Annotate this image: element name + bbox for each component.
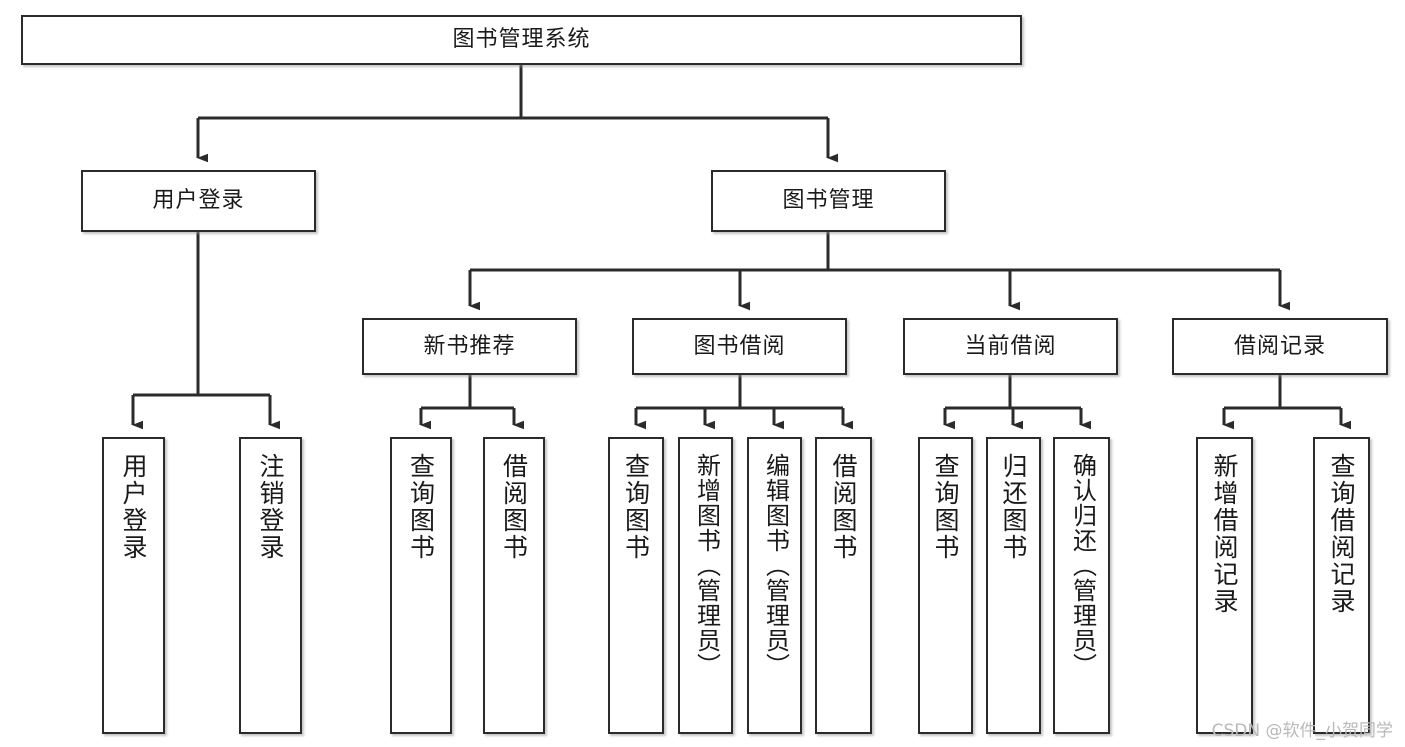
node-leaf-confirm-return[interactable]: 确认归还（管理员） <box>1053 437 1110 734</box>
node-leaf-query-book-3[interactable]: 查询图书 <box>918 437 973 734</box>
node-leaf-borrow-book-1[interactable]: 借阅图书 <box>483 437 545 734</box>
node-user-login[interactable]: 用户登录 <box>81 170 316 232</box>
node-leaf-logout[interactable]: 注销登录 <box>239 437 302 734</box>
node-label: 图书借阅 <box>693 333 786 359</box>
node-leaf-edit-book[interactable]: 编辑图书（管理员） <box>747 437 802 734</box>
node-label: 图书管理系统 <box>452 27 591 53</box>
node-label: 查询图书 <box>621 453 651 561</box>
node-leaf-query-book-2[interactable]: 查询图书 <box>608 437 664 734</box>
node-label: 查询借阅记录 <box>1327 453 1356 615</box>
node-leaf-query-record[interactable]: 查询借阅记录 <box>1313 437 1370 734</box>
node-book-borrow[interactable]: 图书借阅 <box>632 318 847 375</box>
node-label: 用户登录 <box>119 453 148 561</box>
node-book-manage[interactable]: 图书管理 <box>711 170 946 232</box>
node-leaf-user-login[interactable]: 用户登录 <box>102 437 165 734</box>
node-label: 注销登录 <box>256 453 285 561</box>
node-label: 当前借阅 <box>964 333 1057 359</box>
node-label: 查询图书 <box>406 453 436 561</box>
node-leaf-query-book-1[interactable]: 查询图书 <box>390 437 452 734</box>
node-label: 图书管理 <box>782 188 875 214</box>
node-label: 归还图书 <box>999 453 1028 561</box>
node-label: 确认归还（管理员） <box>1068 453 1097 678</box>
node-label: 用户登录 <box>152 188 245 214</box>
node-label: 新书推荐 <box>423 333 516 359</box>
node-leaf-add-book[interactable]: 新增图书（管理员） <box>678 437 733 734</box>
node-label: 借阅图书 <box>499 453 529 561</box>
node-label: 借阅记录 <box>1233 333 1326 359</box>
node-leaf-add-record[interactable]: 新增借阅记录 <box>1196 437 1253 734</box>
node-leaf-return-book[interactable]: 归还图书 <box>986 437 1041 734</box>
node-borrow-record[interactable]: 借阅记录 <box>1172 318 1388 375</box>
node-label: 借阅图书 <box>829 453 858 561</box>
node-label: 新增图书（管理员） <box>692 453 721 678</box>
node-new-book-recommend[interactable]: 新书推荐 <box>362 318 577 375</box>
node-root-system[interactable]: 图书管理系统 <box>21 15 1022 65</box>
node-label: 新增借阅记录 <box>1210 453 1239 615</box>
node-leaf-borrow-book-2[interactable]: 借阅图书 <box>815 437 872 734</box>
node-label: 查询图书 <box>931 453 960 561</box>
node-current-borrow[interactable]: 当前借阅 <box>903 318 1118 375</box>
node-label: 编辑图书（管理员） <box>761 453 790 678</box>
